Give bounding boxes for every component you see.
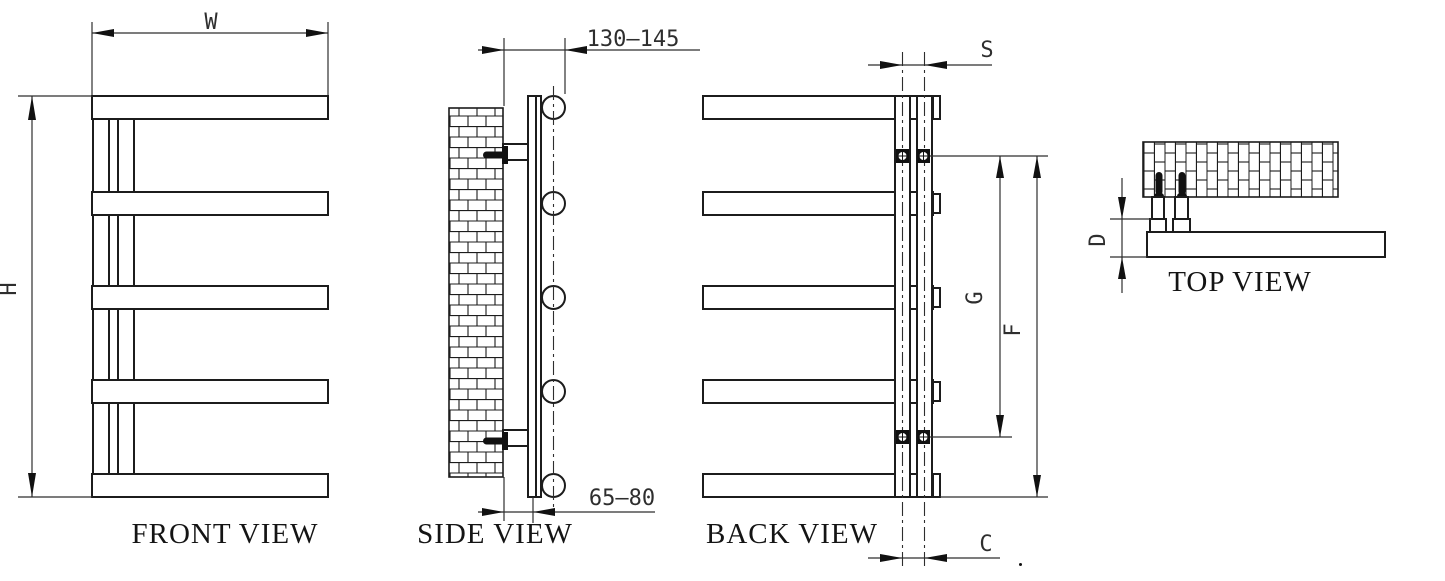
wall-section-plan bbox=[1142, 141, 1339, 198]
arrowhead-up-icon bbox=[1118, 257, 1126, 279]
side-view-title: SIDE VIEW bbox=[417, 518, 573, 550]
back-overall-span-label: F bbox=[1001, 323, 1026, 336]
back-bracket-span-dimension: G bbox=[963, 156, 1004, 437]
arrowhead-left-icon bbox=[924, 554, 947, 562]
top-depth-label: D bbox=[1086, 233, 1111, 246]
back-view: S G F C BACK VIEW bbox=[702, 38, 1048, 570]
arrowhead-up-icon bbox=[1033, 156, 1041, 178]
arrowhead-up-icon bbox=[28, 96, 36, 120]
front-height-label: H bbox=[0, 282, 22, 295]
front-bar-3 bbox=[91, 285, 329, 310]
arrowhead-left-icon bbox=[565, 46, 587, 54]
side-offset-value: 130–145 bbox=[587, 27, 680, 52]
bolt-head-icon bbox=[502, 432, 508, 450]
top-view: D TOP VIEW bbox=[1086, 141, 1386, 298]
back-bracket-lower-left bbox=[896, 430, 909, 444]
back-riser-pitch-label: S bbox=[980, 38, 993, 63]
arrowhead-up-icon bbox=[996, 156, 1004, 178]
arrowhead-right-icon bbox=[880, 554, 903, 562]
bracket-foot bbox=[1149, 218, 1167, 233]
arrowhead-right-icon bbox=[482, 46, 504, 54]
front-height-dimension: H bbox=[0, 95, 92, 498]
side-bracket-upper bbox=[483, 143, 529, 164]
front-view: W H FRONT VIEW bbox=[0, 10, 329, 550]
top-bar-plan bbox=[1146, 231, 1386, 258]
front-bar-5 bbox=[91, 473, 329, 498]
arrowhead-down-icon bbox=[1033, 475, 1041, 497]
bar-end-cap bbox=[932, 193, 941, 214]
front-width-label: W bbox=[204, 10, 218, 35]
arrowhead-right-icon bbox=[880, 61, 903, 69]
wall-bolt-icon bbox=[1155, 172, 1163, 195]
front-view-title: FRONT VIEW bbox=[132, 518, 319, 550]
arrowhead-down-icon bbox=[28, 473, 36, 497]
side-view: 130–145 65–80 SIDE VIEW bbox=[417, 27, 700, 550]
back-view-title: BACK VIEW bbox=[706, 518, 878, 550]
arrowhead-left-icon bbox=[533, 508, 555, 516]
arrowhead-left-icon bbox=[924, 61, 947, 69]
arrowhead-right-icon bbox=[306, 29, 328, 37]
arrowhead-down-icon bbox=[996, 415, 1004, 437]
top-depth-dimension: D bbox=[1086, 178, 1152, 293]
back-riser-pitch-dimension: S bbox=[868, 38, 994, 69]
side-riser-offset-value: 65–80 bbox=[589, 486, 655, 511]
bar-end-cap bbox=[932, 381, 941, 402]
arrowhead-left-icon bbox=[92, 29, 114, 37]
arrowhead-down-icon bbox=[1118, 197, 1126, 219]
side-bracket-lower bbox=[483, 429, 529, 450]
back-bracket-upper-right bbox=[917, 149, 930, 163]
wall-bolt-icon bbox=[483, 437, 506, 445]
front-bar-1 bbox=[91, 95, 329, 120]
back-bracket-lower-right bbox=[917, 430, 930, 444]
front-bar-2 bbox=[91, 191, 329, 216]
arrowhead-right-icon bbox=[482, 508, 504, 516]
top-view-title: TOP VIEW bbox=[1168, 266, 1312, 298]
bracket-foot bbox=[1172, 218, 1191, 233]
front-bar-4 bbox=[91, 379, 329, 404]
bar-end-cap bbox=[932, 473, 941, 498]
side-riser-offset-dimension: 65–80 bbox=[478, 477, 655, 523]
bracket-stem bbox=[1151, 196, 1165, 220]
bar-end-cap bbox=[932, 287, 941, 308]
wall-bolt-icon bbox=[483, 151, 506, 159]
wall-bolt-icon bbox=[1178, 172, 1186, 195]
bracket-stem bbox=[1174, 196, 1189, 220]
wall-section bbox=[448, 107, 504, 478]
side-riser-panel bbox=[527, 95, 542, 498]
side-offset-dimension: 130–145 bbox=[478, 27, 700, 106]
back-bracket-span-label: G bbox=[963, 291, 988, 304]
back-bracket-upper-left bbox=[896, 149, 909, 163]
bolt-head-icon bbox=[502, 146, 508, 164]
front-width-dimension: W bbox=[91, 10, 329, 95]
back-bottom-pitch-label: C bbox=[979, 532, 992, 557]
bar-end-cap bbox=[932, 95, 941, 120]
back-bottom-pitch-dimension: C bbox=[868, 532, 1022, 566]
back-overall-span-dimension: F bbox=[1001, 156, 1041, 497]
